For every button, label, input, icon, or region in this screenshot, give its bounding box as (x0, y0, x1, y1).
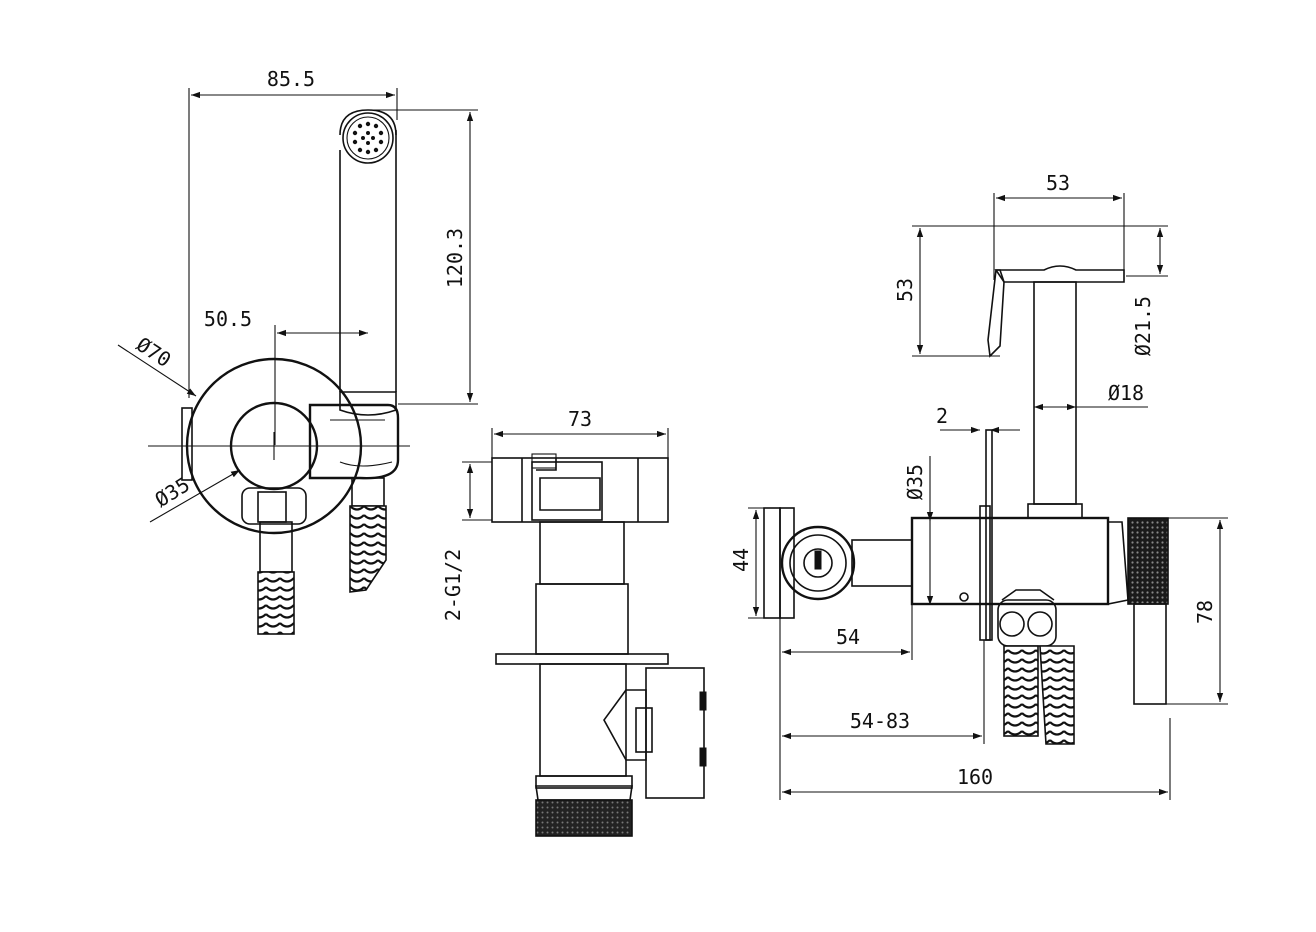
dim-offset-label: 50.5 (204, 307, 252, 331)
wall-plate-plan (979, 505, 991, 641)
plan-view: 53 53 Ø21.5 Ø18 2 (729, 171, 1228, 800)
dim-valve-height-label: 44 (729, 548, 753, 572)
outlet-fitting (241, 487, 307, 525)
dimension-offset: 50.5 (204, 307, 368, 445)
valve-knob (780, 525, 856, 601)
dim-head-height-label: 53 (893, 278, 917, 302)
dim-plate-diameter-label: Ø70 (132, 332, 175, 372)
hose-fitting-plan (997, 599, 1057, 647)
dimension-hub-diameter: Ø35 (149, 469, 241, 523)
inlet-connector (491, 457, 669, 523)
lower-body (539, 663, 627, 777)
dimension-projection-range: 54-83 (782, 640, 985, 744)
holder-arm (308, 403, 400, 480)
dimension-overall-height: 120.3 (365, 109, 478, 405)
side-view: 73 2-G1/2 (441, 407, 707, 837)
dim-holder-height-label: 78 (1193, 600, 1217, 624)
dimension-projection-min: 54 (779, 600, 913, 800)
spray-holes (352, 121, 384, 155)
dimension-nozzle-diameter: Ø21.5 (1126, 228, 1168, 356)
valve-body (539, 521, 625, 585)
dim-head-width-label: 53 (1046, 171, 1070, 195)
sprayer-head-profile (994, 265, 1125, 283)
dimension-head-width: 53 (993, 171, 1125, 280)
holder-post (1133, 603, 1167, 705)
dimension-holder-height: 78 (1160, 517, 1228, 705)
sprayer-handle (1033, 281, 1077, 505)
holder-knurl (1127, 517, 1169, 605)
dim-overall-width-label: 85.5 (267, 67, 315, 91)
dimension-head-height: 53 (893, 225, 1168, 357)
dim-projection-range-label: 54-83 (850, 709, 910, 733)
knurled-knob (535, 799, 633, 837)
hose-right (349, 505, 387, 593)
valve-body-plan (910, 516, 1110, 606)
dim-stem-diameter-label: Ø18 (1108, 381, 1144, 405)
dimension-stem-diameter: Ø18 (1034, 381, 1148, 411)
hose-plan-right (1039, 645, 1075, 745)
dim-thread-label: 2-G1/2 (441, 549, 465, 621)
dimension-total-length: 160 (782, 718, 1171, 800)
valve-stem (259, 521, 293, 573)
dim-nozzle-diameter-label: Ø21.5 (1131, 296, 1155, 356)
escutcheon (495, 653, 669, 665)
hose-left (257, 571, 295, 635)
dim-body-width-label: 73 (568, 407, 592, 431)
hose-plan-left (1003, 645, 1039, 737)
dim-total-length-label: 160 (957, 765, 993, 789)
dim-plate-thickness-label: 2 (936, 404, 948, 428)
dim-overall-height-label: 120.3 (443, 228, 467, 288)
dimension-plate-thickness: 2 (936, 404, 1020, 434)
dim-body-diameter-label: Ø35 (903, 464, 927, 500)
dimension-thread: 2-G1/2 (441, 461, 492, 621)
handheld-sprayer (339, 109, 397, 416)
dimension-body-diameter: Ø35 (903, 456, 934, 605)
dimension-plate-diameter: Ø70 (117, 332, 197, 397)
dimension-body-width: 73 (491, 407, 669, 460)
dimension-overall-width: 85.5 (188, 67, 398, 398)
plate-edge (181, 407, 193, 481)
dim-hub-diameter-label: Ø35 (151, 472, 194, 511)
diverter-block (645, 667, 705, 799)
front-view: 85.5 120.3 50.5 Ø70 Ø35 (117, 67, 478, 635)
dim-projection-min-label: 54 (836, 625, 860, 649)
